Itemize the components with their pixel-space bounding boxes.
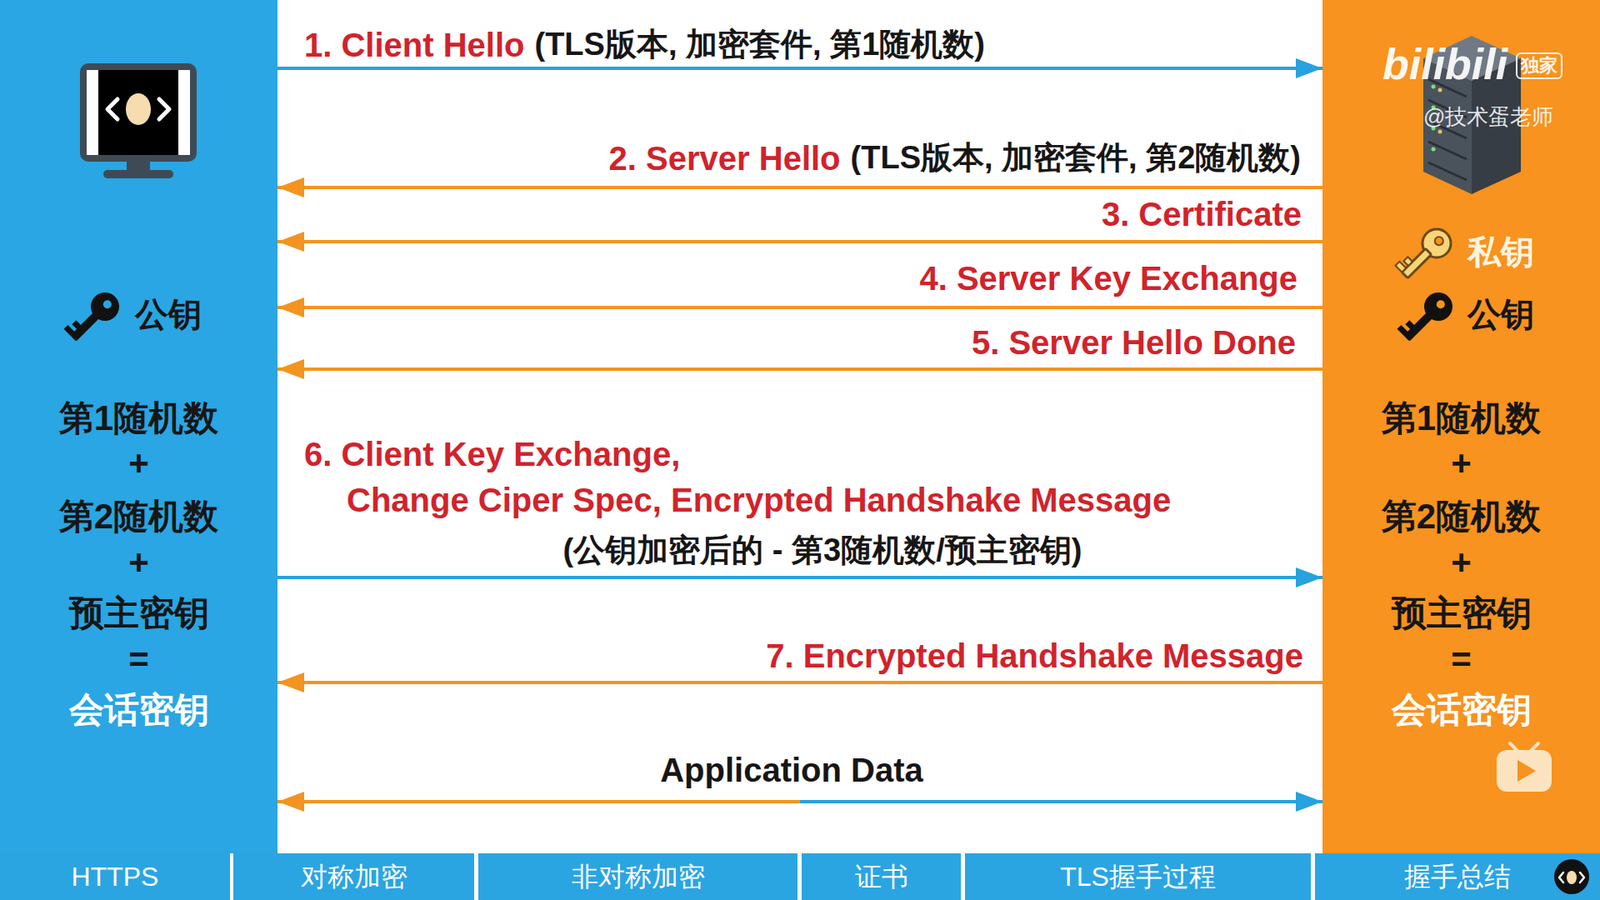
panel-text: 第1随机数 (59, 397, 219, 440)
public-key-icon (63, 286, 125, 349)
nav-tab: 对称加密 (233, 853, 475, 900)
panel-text: 公钥 (135, 294, 202, 335)
nav-tab: 非对称加密 (478, 853, 798, 900)
message-arrow (277, 305, 1323, 310)
bilibili-tv-icon (1496, 743, 1552, 792)
message-params: (TLS版本, 加密套件, 第2随机数) (850, 139, 1301, 178)
panel-text: + (128, 442, 150, 485)
panel-text: + (1450, 442, 1472, 485)
tab-label: 非对称加密 (571, 860, 705, 893)
panel-text: 公钥 (1467, 294, 1535, 335)
message-label: 5. Server Hello Done (971, 322, 1296, 363)
computer-icon (80, 63, 197, 179)
panel-text: 预主密钥 (1391, 592, 1532, 635)
wrap-spacer (710, 431, 1280, 440)
panel-text: 第1随机数 (1381, 397, 1541, 440)
panel-text: 预主密钥 (69, 592, 210, 635)
nav-tab: 证书 (801, 853, 961, 900)
panel-text: 会话密钥 (69, 689, 210, 731)
message-arrow (277, 185, 1323, 190)
message-label: 6. Client Key Exchange, Change Ciper Spe… (304, 431, 1280, 524)
message-label: Application Data (660, 750, 924, 790)
message-params: (公钥加密后的 - 第3随机数/预主密钥) (563, 531, 1083, 570)
nav-tab: TLS握手过程 (965, 853, 1311, 900)
public-key-icon (1396, 286, 1459, 349)
tab-label: 对称加密 (300, 860, 408, 893)
egg-logo-icon (1554, 859, 1590, 895)
message-label: 1. Client Hello (304, 25, 525, 65)
watermark: 独家 (1515, 52, 1563, 80)
message-label: 3. Certificate (1101, 194, 1302, 235)
panel-text: 私钥 (1467, 231, 1535, 272)
message-label: 4. Server Key Exchange (919, 258, 1298, 299)
message-arrow (277, 575, 1323, 580)
message-label: 2. Server Hello (609, 138, 841, 179)
private-key-icon (1395, 223, 1457, 285)
message-arrow (277, 680, 1323, 685)
message-params: (TLS版本, 加密套件, 第1随机数) (535, 25, 985, 65)
panel-text: = (128, 639, 150, 681)
tab-label: HTTPS (71, 860, 160, 893)
tab-label: TLS握手过程 (1060, 860, 1216, 893)
panel-text: 第2随机数 (59, 495, 219, 538)
panel-text: = (1450, 639, 1472, 681)
message-arrow (277, 240, 1323, 244)
panel-text: + (128, 541, 150, 584)
tab-label: 证书 (855, 860, 909, 893)
message-arrow (277, 66, 1323, 70)
tab-label: 握手总结 (1404, 860, 1511, 893)
panel-text: 第2随机数 (1381, 495, 1541, 538)
message-label: 7. Encrypted Handshake Message (765, 635, 1304, 676)
nav-tab: HTTPS (0, 853, 230, 900)
panel-text: 会话密钥 (1391, 689, 1532, 731)
panel-text: + (1450, 541, 1472, 584)
watermark: bilibili (1382, 38, 1508, 90)
watermark: @技术蛋老师 (1423, 104, 1554, 130)
message-arrow (277, 367, 1323, 371)
message-arrow (277, 800, 1323, 804)
